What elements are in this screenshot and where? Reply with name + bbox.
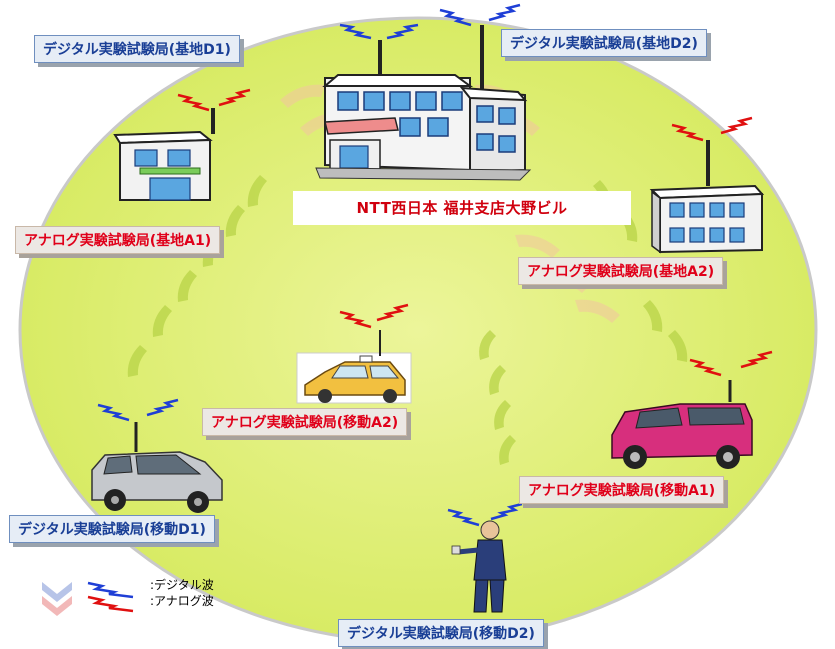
label-analog-base-a2: アナログ実験試験局(基地A2) (518, 257, 724, 285)
label-digital-mobile-d1: デジタル実験試験局(移動D1) (9, 515, 215, 543)
legend-digital-label: :デジタル波 (150, 578, 214, 592)
label-digital-base-d2: デジタル実験試験局(基地D2) (501, 29, 707, 57)
digital-wave-icon (447, 502, 523, 527)
digital-wave-icon (339, 3, 521, 40)
analog-wave-icon (671, 116, 753, 142)
man-with-phone (451, 520, 507, 613)
base-a1-building (113, 108, 215, 201)
silver-van (91, 422, 223, 513)
analog-wave-icon (689, 350, 773, 377)
label-analog-base-a1: アナログ実験試験局(基地A1) (15, 226, 221, 254)
legend (42, 581, 134, 616)
ntt-building-illustration (315, 25, 532, 181)
taxi-car (296, 352, 412, 404)
analog-wave-icon (177, 88, 251, 112)
label-digital-base-d1: デジタル実験試験局(基地D1) (34, 35, 240, 63)
legend-digital-wave-icon (87, 581, 134, 599)
legend-analog-wave-icon (87, 595, 134, 613)
label-digital-mobile-d2: デジタル実験試験局(移動D2) (338, 619, 544, 647)
digital-wave-icon (97, 398, 179, 422)
analog-wave-icon (339, 303, 409, 329)
center-building-label: NTT西日本 福井支店大野ビル (293, 191, 631, 225)
label-analog-mobile-a2: アナログ実験試験局(移動A2) (202, 408, 408, 436)
base-a2-building (649, 140, 765, 254)
legend-analog-label: :アナログ波 (150, 594, 214, 608)
label-analog-mobile-a1: アナログ実験試験局(移動A1) (519, 476, 725, 504)
pink-suv (611, 380, 753, 469)
